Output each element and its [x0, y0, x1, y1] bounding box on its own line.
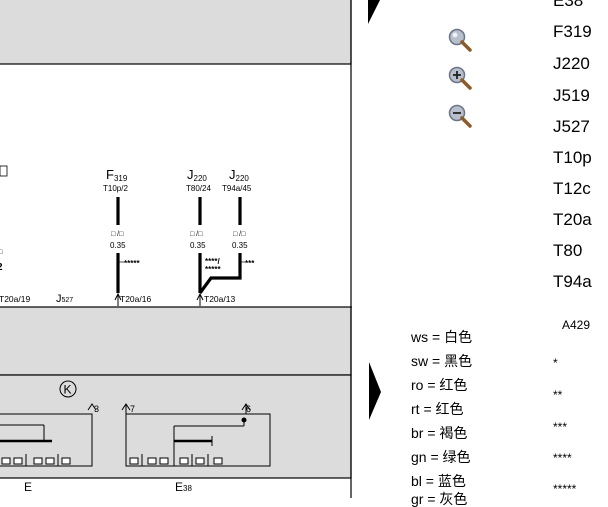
- color-legend-row: sw = 黑色: [411, 353, 473, 369]
- pin-label: T94a/45: [222, 184, 252, 193]
- ground-marker-k: [59, 380, 77, 398]
- legend-code: J527: [553, 117, 590, 136]
- color-legend-row: ro = 红色: [411, 377, 468, 393]
- connector-arrows: [114, 292, 204, 306]
- arrow-middle[interactable]: [369, 362, 383, 422]
- legend-code: T20a: [553, 210, 592, 229]
- connector-label: T20a/19: [0, 294, 30, 304]
- legend-code: E38: [553, 0, 584, 10]
- legend-code: T80: [553, 241, 583, 260]
- color-legend-row: rt = 红色: [411, 401, 464, 417]
- legend-code: T10p: [553, 148, 592, 167]
- terminal-number: 6: [246, 404, 251, 414]
- zoom-out-icon[interactable]: [443, 101, 479, 131]
- component-label-j220: J220: [229, 167, 249, 183]
- wire-marks: □ /□: [233, 231, 246, 238]
- note-stars: *: [553, 356, 558, 370]
- arrow-top[interactable]: [368, 0, 382, 26]
- ground-marker-label: K: [64, 383, 72, 397]
- color-legend-row: ws = 白色: [411, 329, 473, 345]
- wire-gauge: 0.35: [190, 241, 206, 250]
- component-label-e: E: [24, 480, 32, 494]
- top-panel: [0, 0, 352, 65]
- wire-stars: ***: [245, 259, 255, 268]
- wiring-diagram: □ 2 F319 T10p/2 J220 T80/24 J220 T94a/45…: [0, 0, 352, 498]
- wires: [116, 197, 245, 294]
- note-stars: ****: [553, 451, 572, 465]
- legend-code: J220: [553, 54, 590, 73]
- middle-panel: [0, 306, 352, 376]
- switch-circuits: [0, 403, 271, 467]
- connector-label: T20a/13: [204, 294, 235, 304]
- pin-label: T10p/2: [103, 184, 128, 193]
- legend-code: J519: [553, 86, 590, 105]
- connector-label: T20a/16: [120, 294, 151, 304]
- wire-gauge: 0.35: [232, 241, 248, 250]
- color-legend-row: bl = 蓝色: [411, 473, 466, 489]
- color-legend-row: gr = 灰色: [411, 491, 468, 507]
- legend-code: T94a: [553, 272, 592, 291]
- color-legend-row: br = 褐色: [411, 425, 468, 441]
- wire-gauge: 0.35: [110, 241, 126, 250]
- pin-label: T80/24: [186, 184, 211, 193]
- wire-stars-extra: *****: [205, 265, 221, 274]
- note-stars: **: [553, 388, 563, 402]
- terminal-number: 7: [130, 404, 135, 414]
- wire-stars: *****: [124, 259, 140, 268]
- zoom-in-icon[interactable]: [443, 63, 479, 93]
- left-partial-gauge: 2: [0, 262, 3, 273]
- left-box: [0, 165, 8, 177]
- note-label: A429: [562, 318, 591, 332]
- component-label-j220: J220: [187, 167, 207, 183]
- wire-marks: □ /□: [190, 231, 203, 238]
- component-label-f319: F319: [106, 167, 128, 183]
- note-stars: ***: [553, 420, 568, 434]
- terminal-number: 3: [94, 404, 99, 414]
- color-legend-row: gn = 绿色: [411, 449, 471, 465]
- component-label-e38: E38: [175, 480, 192, 494]
- unit-label-j527: J527: [56, 293, 73, 305]
- wire-stars: ****/: [205, 257, 220, 266]
- magnifier-icon[interactable]: [443, 25, 479, 55]
- legend-code: T12c: [553, 179, 591, 198]
- left-partial-marks: □: [0, 249, 3, 256]
- wire-marks: □ /□: [111, 231, 124, 238]
- legend-code: F319: [553, 22, 592, 41]
- note-stars: *****: [553, 482, 577, 496]
